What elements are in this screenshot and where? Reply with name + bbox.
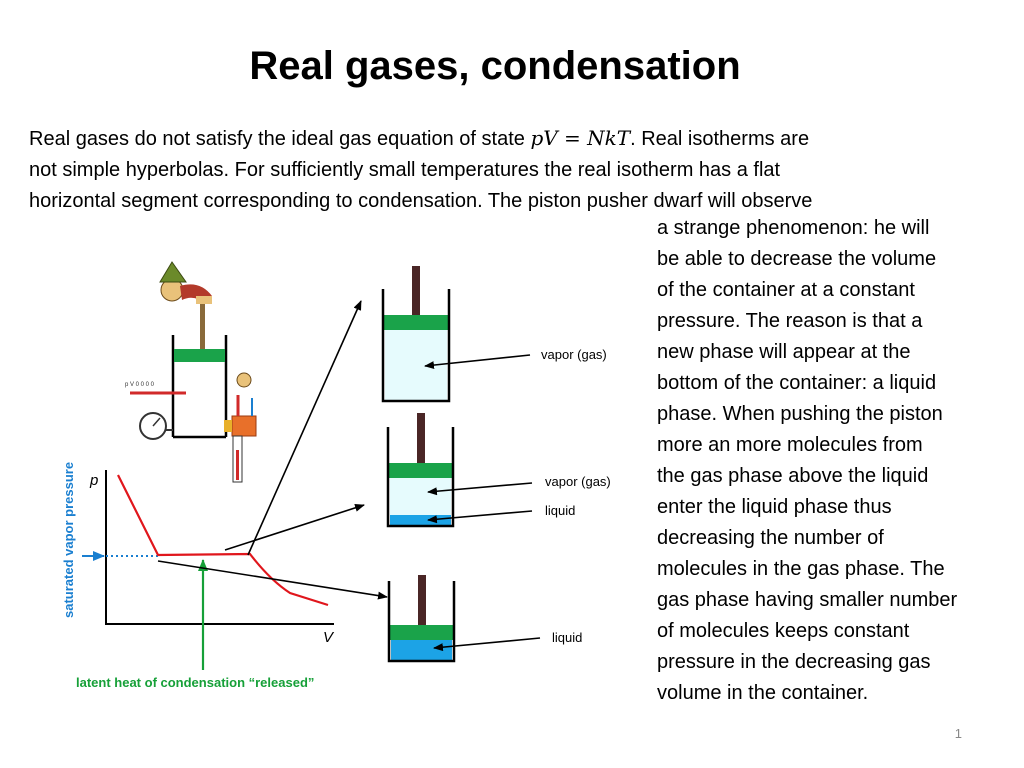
container-1-piston [384, 315, 448, 330]
container-2-liquid [390, 515, 451, 525]
column-line: decreasing the number of [657, 527, 884, 549]
dwarf-hat [159, 261, 187, 283]
dwarf-illustration [159, 261, 212, 352]
latent-heat-label: latent heat of condensation “released” [76, 675, 314, 690]
p-axis-label: p [89, 472, 98, 489]
container-2-liquid-pointer [427, 510, 533, 524]
column-line: molecules in the gas phase. The [657, 558, 945, 580]
v-axis-label: V [323, 629, 335, 646]
container-3-liquid-pointer [433, 637, 541, 652]
container-2-vapor-label: vapor (gas) [545, 474, 611, 489]
container-2-rod [417, 413, 425, 463]
small-piston [174, 349, 225, 362]
ideal-gas-equation: pV = NkT [530, 126, 631, 150]
small-cylinder-apparatus: p V 0 0 0 0 [125, 335, 257, 483]
column-line: phase. When pushing the piston [657, 403, 943, 425]
scale-ticks: p V 0 0 0 0 [125, 382, 155, 388]
arrow-to-container-1 [247, 300, 362, 556]
container-2-vapor-pointer [427, 482, 533, 496]
column-line: of the container at a constant [657, 279, 915, 301]
column-line: a strange phenomenon: he will [657, 217, 930, 239]
intro-paragraph: Real gases do not satisfy the ideal gas … [29, 123, 989, 217]
container-2-vapor [390, 478, 451, 515]
container-3-liquid [391, 640, 452, 660]
page-number: 1 [954, 726, 962, 741]
container-2 [386, 413, 455, 528]
container-1-vapor-pointer [424, 354, 531, 370]
container-3-liquid-label: liquid [552, 630, 582, 645]
arrow-to-container-2 [224, 503, 365, 551]
heater-box [231, 415, 257, 437]
column-line: more an more molecules from [657, 434, 923, 456]
arrow-to-container-3 [157, 560, 388, 600]
container-3 [387, 575, 456, 663]
gauge-needle [152, 417, 161, 427]
column-line: gas phase having smaller number [657, 589, 958, 611]
column-line: enter the liquid phase thus [657, 496, 892, 518]
container-3-piston [390, 625, 453, 640]
container-1-walls [381, 289, 451, 403]
container-1-rod [412, 266, 420, 316]
heater-connector [224, 420, 232, 432]
container-1-vapor-label: vapor (gas) [541, 347, 607, 362]
small-dwarf-head [236, 372, 252, 388]
intro-line-1: Real gases do not satisfy the ideal gas … [29, 126, 810, 150]
container-2-walls [386, 427, 455, 528]
container-1 [381, 266, 451, 403]
column-line: of molecules keeps constant [657, 620, 910, 642]
container-3-walls [387, 581, 456, 663]
real-isotherm-curve [117, 474, 329, 607]
column-line: pressure. The reason is that a [657, 310, 923, 332]
column-line: new phase will appear at the [657, 341, 911, 363]
saturated-vapor-pressure-label: saturated vapor pressure [61, 462, 76, 618]
container-2-liquid-label: liquid [545, 503, 575, 518]
explanation-column: a strange phenomenon: he will be able to… [657, 213, 1007, 709]
dwarf-rod [200, 300, 205, 352]
column-line: volume in the container. [657, 682, 869, 704]
column-line: bottom of the container: a liquid [657, 372, 937, 394]
column-line: pressure in the decreasing gas [657, 651, 931, 673]
container-3-rod [418, 575, 426, 625]
intro-line-2: not simple hyperbolas. For sufficiently … [29, 159, 781, 181]
column-line: the gas phase above the liquid [657, 465, 929, 487]
column-line: be able to decrease the volume [657, 248, 937, 270]
slide-title: Real gases, condensation [249, 44, 741, 88]
intro-line-3: horizontal segment corresponding to cond… [29, 190, 813, 212]
pv-diagram: p V saturated vapor pressure latent heat… [61, 462, 335, 690]
container-2-piston [389, 463, 452, 478]
dwarf-hands [196, 296, 212, 304]
